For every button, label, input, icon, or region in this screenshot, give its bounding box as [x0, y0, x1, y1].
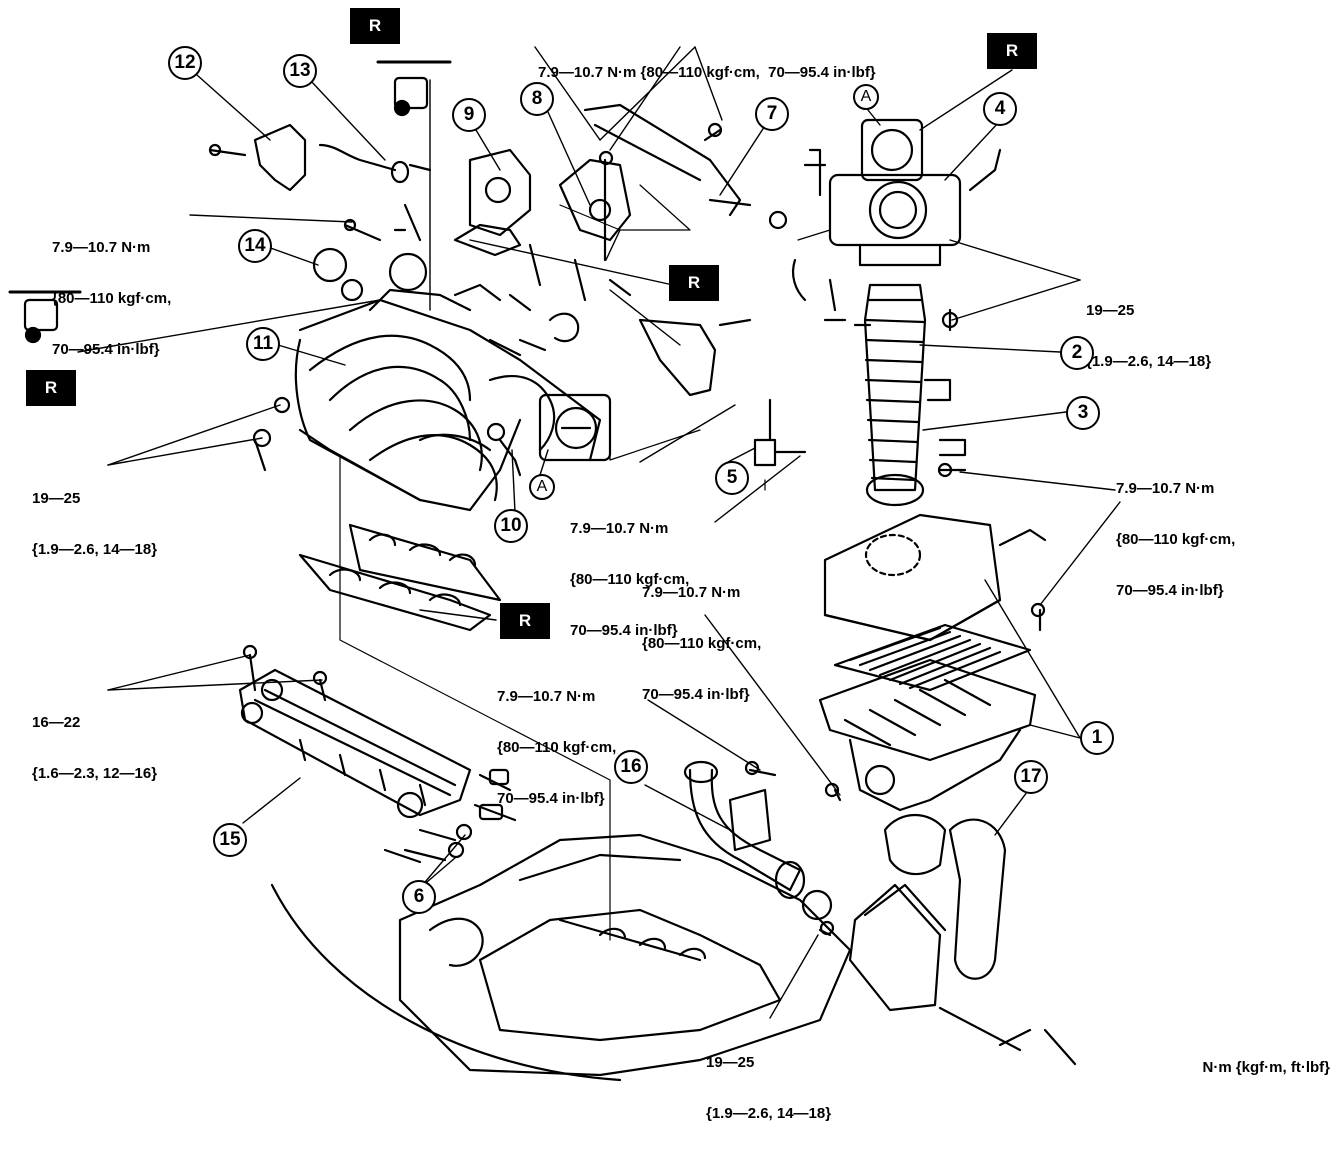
- air-intake-hose: [853, 283, 967, 507]
- callout-15: 15: [213, 823, 247, 857]
- callout-12: 12: [168, 46, 202, 80]
- torque-spec-center-1: 7.9—10.7 N·m {80—110 kgf·cm, 70—95.4 in·…: [570, 520, 690, 639]
- replace-badge-5: R: [500, 603, 550, 639]
- torque-spec-right-mid: 7.9—10.7 N·m {80—110 kgf·cm, 70—95.4 in·…: [1116, 480, 1236, 599]
- upper-center-parts: [453, 103, 752, 397]
- replace-badge-3: R: [669, 265, 719, 301]
- torque-units-legend: N·m {kgf·m, ft·lbf}: [1202, 1059, 1331, 1076]
- torque-spec-center-2: 7.9—10.7 N·m {80—110 kgf·cm, 70—95.4 in·…: [642, 584, 762, 703]
- callout-2: 2: [1060, 336, 1094, 370]
- exploded-view-diagram: 7.9—10.7 N·m {80—110 kgf·cm, 70—95.4 in·…: [8, 8, 1331, 1122]
- plug-icon-top: [376, 60, 452, 117]
- callout-1: 1: [1080, 721, 1114, 755]
- torque-spec-left-upper: 7.9—10.7 N·m {80—110 kgf·cm, 70—95.4 in·…: [52, 239, 172, 358]
- torque-spec-right-upper: 19—25 {1.9—2.6, 14—18}: [1086, 302, 1212, 370]
- callout-5: 5: [715, 461, 749, 495]
- cylinder-head: [398, 833, 852, 1077]
- replace-badge-2: R: [987, 33, 1037, 69]
- fresh-air-duct: [683, 760, 1007, 1012]
- air-cleaner: [818, 513, 1047, 812]
- replace-badge-4: R: [26, 370, 76, 406]
- reference-mark-a-top: A: [853, 84, 879, 110]
- callout-3: 3: [1066, 396, 1100, 430]
- callout-14: 14: [238, 229, 272, 263]
- torque-spec-center-3: 7.9—10.7 N·m {80—110 kgf·cm, 70—95.4 in·…: [497, 688, 617, 807]
- upper-left-parts: [208, 123, 432, 302]
- callout-17: 17: [1014, 760, 1048, 794]
- callout-8: 8: [520, 82, 554, 116]
- replace-badge-1: R: [350, 8, 400, 44]
- callout-7: 7: [755, 97, 789, 131]
- torque-spec-top: 7.9—10.7 N·m {80—110 kgf·cm, 70—95.4 in·…: [538, 64, 876, 81]
- routing-lines: [339, 184, 831, 941]
- torque-spec-bottom: 19—25 {1.9—2.6, 14—18}: [706, 1054, 832, 1122]
- callout-9: 9: [452, 98, 486, 132]
- parts-line-art: [8, 46, 1121, 1082]
- reference-mark-a-bottom: A: [529, 474, 555, 500]
- engine-outline-arc: [270, 883, 622, 1082]
- leader-lines: [77, 46, 1121, 1019]
- torque-spec-left-lower: 16—22 {1.6—2.3, 12—16}: [32, 714, 158, 782]
- callout-6: 6: [402, 880, 436, 914]
- intake-manifold: [294, 288, 612, 512]
- callout-11: 11: [246, 327, 280, 361]
- callout-16: 16: [614, 750, 648, 784]
- callout-13: 13: [283, 54, 317, 88]
- plug-icon-left: [8, 290, 82, 344]
- callout-10: 10: [494, 509, 528, 543]
- callout-4: 4: [983, 92, 1017, 126]
- throttle-body: [768, 118, 1002, 322]
- manifold-gaskets: [298, 523, 502, 632]
- torque-spec-left-mid: 19—25 {1.9—2.6, 14—18}: [32, 490, 158, 558]
- fuel-rail-assembly: [238, 668, 517, 864]
